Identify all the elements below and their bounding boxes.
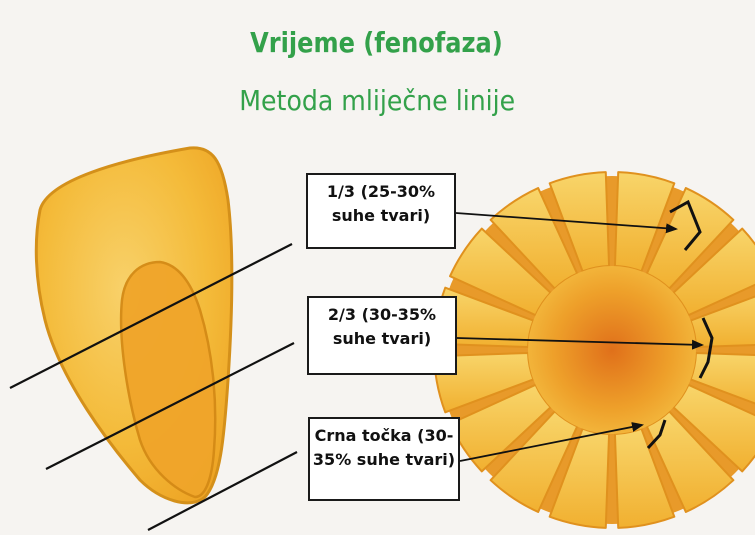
label-box-1-line1: 1/3 (25-30% [326, 182, 436, 201]
cut-line-3 [147, 451, 298, 531]
cut-line-1 [9, 243, 293, 389]
milk-line-marker-1 [669, 199, 702, 251]
page-title: Vrijeme (fenofaza) [250, 26, 503, 59]
cob-core [528, 266, 696, 434]
label-box-2-line1: 2/3 (30-35% [327, 305, 437, 324]
arrows [455, 212, 704, 462]
milk-line-marker-2 [698, 317, 714, 379]
label-box-3-line2: 35% suhe tvari) [312, 450, 456, 469]
arrow-1 [455, 212, 678, 234]
kernel-cut-lines [9, 243, 298, 531]
label-box-1-line2: suhe tvari) [331, 206, 431, 225]
label-box-3: Crna točka (30- 35% suhe tvari) [308, 417, 460, 501]
label-box-3-line1: Crna točka (30- [314, 426, 454, 445]
cob-cross-section [433, 171, 755, 529]
label-box-2: 2/3 (30-35% suhe tvari) [307, 296, 457, 375]
milk-line-markers [646, 199, 714, 450]
page-subtitle: Metoda mliječne linije [239, 84, 516, 117]
milk-line-marker-3 [646, 419, 667, 450]
label-box-1: 1/3 (25-30% suhe tvari) [306, 173, 456, 249]
arrow-3 [459, 422, 644, 462]
kernel-inner [119, 260, 217, 499]
label-box-2-line2: suhe tvari) [332, 329, 432, 348]
arrow-2 [456, 337, 704, 350]
cut-line-2 [45, 342, 295, 470]
